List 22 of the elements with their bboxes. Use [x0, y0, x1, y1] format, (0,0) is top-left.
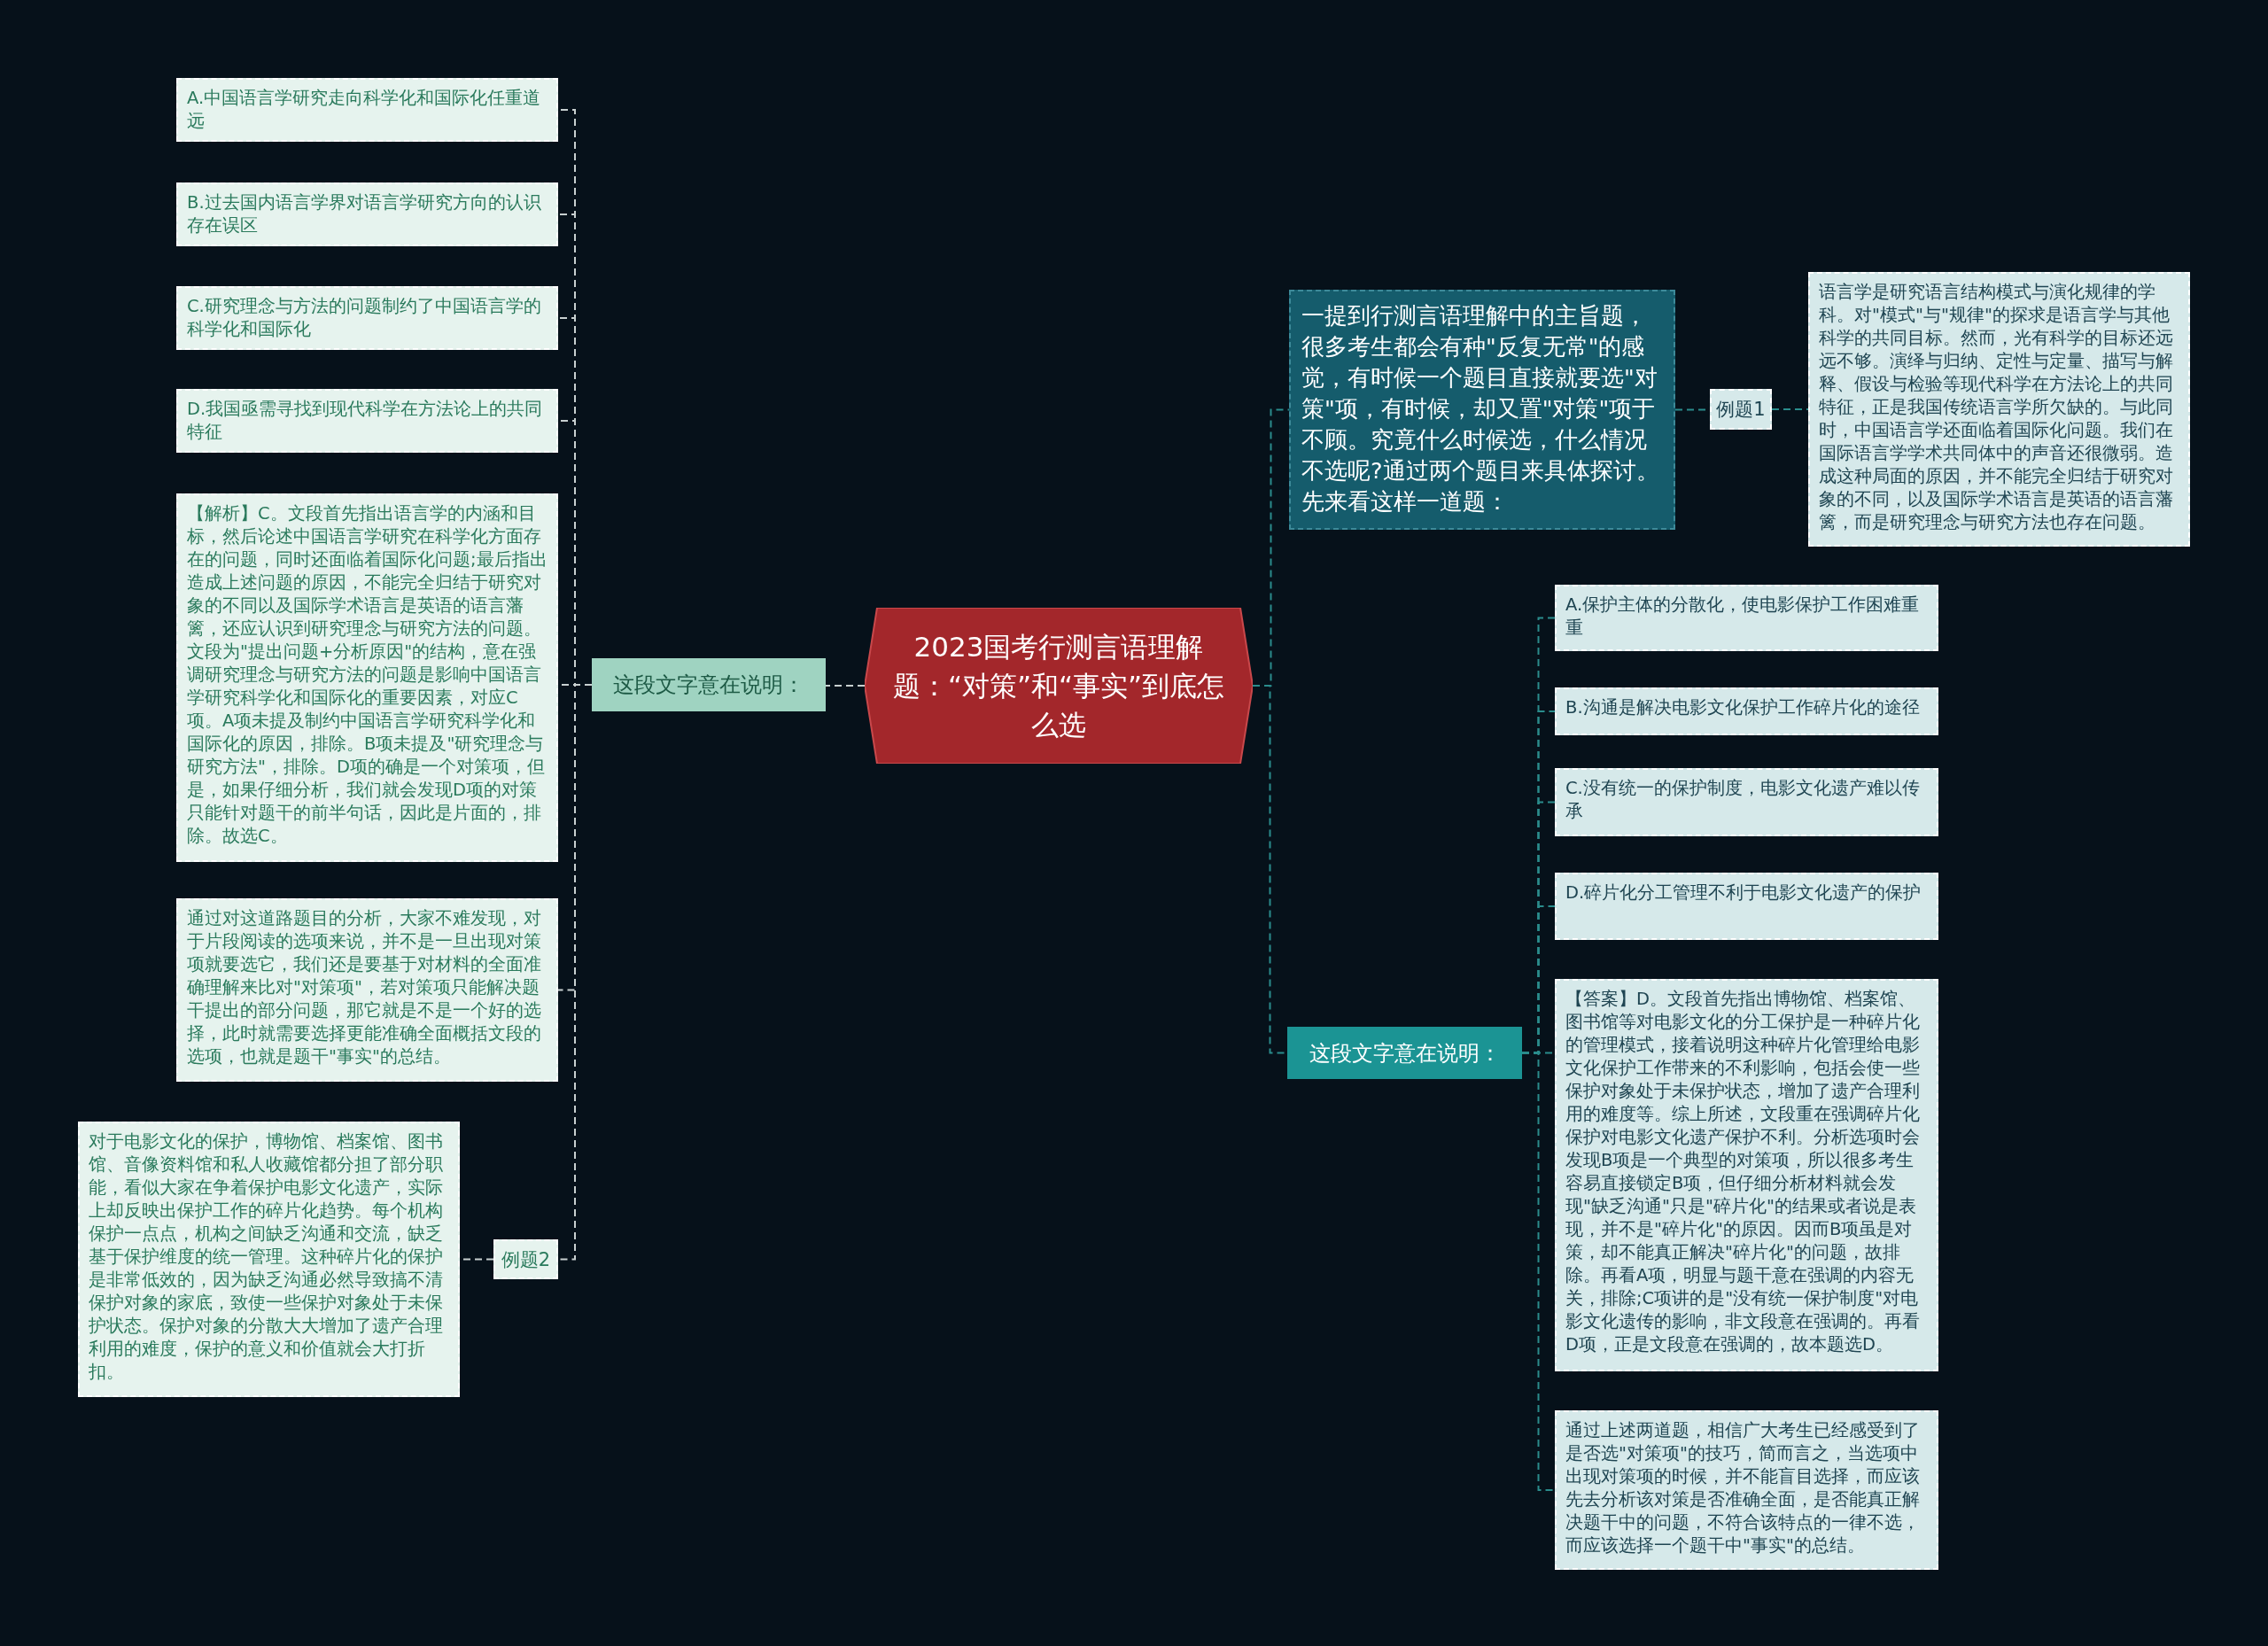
text-box: 【解析】C。文段首先指出语言学的内涵和目标，然后论述中国语言学研究在科学化方面存在的问题，同时还面临着国际化问题;最后指出造成上述问题的原因，不能完全归结于研究对象的不同以及国际学术语言是英语的语言藩篱，还应认识到研究理念与研究方法的问题。文段为"提出问题+分析原因"的结构，意在强调研究理念与研究方法的问题是影响中国语言学研究科学化和国际化的重要因素，对应C项。A项未提及制约中国语言学研究科学化和国际化的原因，排除。B项未提及"研究理念与研究方法"，排除。D项的确是一个对策项，但是，如果仔细分析，我们就会发现D项的对策只能针对题干的前半句话，因此是片面的，排除。故选C。 — [176, 493, 558, 862]
example-tag: 例题1 — [1710, 389, 1772, 430]
text-box: D.碎片化分工管理不利于电影文化遗产的保护 — [1555, 873, 1938, 940]
text-box: 通过对这道路题目的分析，大家不难发现，对于片段阅读的选项来说，并不是一旦出现对策项就要选它，我们还是要基于对材料的全面准确理解来比对"对策项"，若对策项只能解决题干提出的部分问题，那它就是不是一个好的选择，此时就需要选择更能准确全面概括文段的选项，也就是题干"事实"的总结。 — [176, 898, 558, 1082]
text-box: A.中国语言学研究走向科学化和国际化任重道远 — [176, 78, 558, 142]
branch-box: 这段文字意在说明： — [592, 658, 826, 711]
branch-box: 这段文字意在说明： — [1287, 1027, 1522, 1079]
text-box: C.研究理念与方法的问题制约了中国语言学的科学化和国际化 — [176, 286, 558, 350]
text-box: 对于电影文化的保护，博物馆、档案馆、图书馆、音像资料馆和私人收藏馆都分担了部分职能，看似大家在争着保护电影文化遗产，实际上却反映出保护工作的碎片化趋势。每个机构保护一点点，机构之间缺乏沟通和交流，缺乏基于保护维度的统一管理。这种碎片化的保护是非常低效的，因为缺乏沟通必然导致搞不清保护对象的家底，致使一些保护对象处于未保护状态。保护对象的分散大大增加了遗产合理利用的难度，保护的意义和价值就会大打折扣。 — [78, 1122, 460, 1397]
topic-hexagon: 2023国考行测言语理解题：“对策”和“事实”到底怎么选 — [865, 608, 1253, 764]
text-box: D.我国亟需寻找到现代科学在方法论上的共同特征 — [176, 389, 558, 453]
intro-box: 一提到行测言语理解中的主旨题，很多考生都会有种"反复无常"的感觉，有时候一个题目直接就要选"对策"项，有时候，却又置"对策"项于不顾。究竟什么时候选，什么情况不选呢?通过两个题目来具体探讨。先来看这样一道题： — [1289, 290, 1675, 530]
text-box: 【答案】D。文段首先指出博物馆、档案馆、图书馆等对电影文化的分工保护是一种碎片化的管理模式，接着说明这种碎片化管理给电影文化保护工作带来的不利影响，包括会使一些保护对象处于未保护状态，增加了遗产合理利用的难度等。综上所述，文段重在强调碎片化保护对电影文化遗产保护不利。分析选项时会发现B项是一个典型的对策项，所以很多考生容易直接锁定B项，但仔细分析材料就会发现"缺乏沟通"只是"碎片化"的结果或者说是表现，并不是"碎片化"的原因。因而B项虽是对策，却不能真正解决"碎片化"的问题，故排除。再看A项，明显与题干意在强调的内容无关，排除;C项讲的是"没有统一保护制度"对电影文化遗传的影响，非文段意在强调的。再看D项，正是文段意在强调的，故本题选D。 — [1555, 979, 1938, 1371]
text-box: 语言学是研究语言结构模式与演化规律的学科。对"模式"与"规律"的探求是语言学与其他科学的共同目标。然而，光有科学的目标还远远不够。演绎与归纳、定性与定量、描写与解释、假设与检验等现代科学在方法论上的共同特征，正是我国传统语言学所欠缺的。与此同时，中国语言学还面临着国际化问题。我们在国际语言学学术共同体中的声音还很微弱。造成这种局面的原因，并不能完全归结于研究对象的不同，以及国际学术语言是英语的语言藩篱，而是研究理念与研究方法也存在问题。 — [1808, 272, 2190, 547]
example-tag: 例题2 — [493, 1239, 558, 1279]
text-box: B.沟通是解决电影文化保护工作碎片化的途径 — [1555, 687, 1938, 735]
connector — [1771, 408, 1809, 410]
text-box: 通过上述两道题，相信广大考生已经感受到了是否选"对策项"的技巧，简而言之，当选项中出现对策项的时候，并不能盲目选择，而应该先去分析该对策是否准确全面，是否能真正解决题干中的问题，不符合该特点的一律不选，而应该选择一个题干中"事实"的总结。 — [1555, 1410, 1938, 1570]
text-box: B.过去国内语言学界对语言学研究方向的认识存在误区 — [176, 182, 558, 246]
connector — [825, 685, 866, 687]
text-box: A.保护主体的分散化，使电影保护工作困难重重 — [1555, 585, 1938, 651]
text-box: C.没有统一的保护制度，电影文化遗产难以传承 — [1555, 768, 1938, 836]
